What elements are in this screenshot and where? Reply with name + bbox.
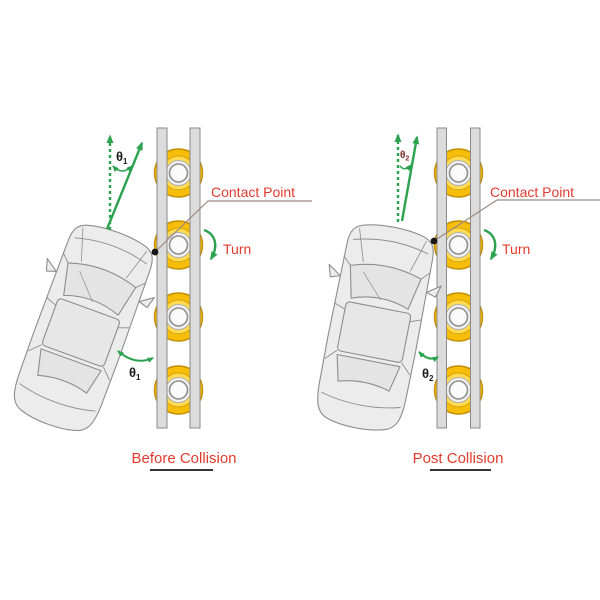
panel-before-collision: θ1 θ1 Contact Point Turn Before Collisio… [0,127,312,471]
car-before-collision [0,212,172,445]
panel-caption: Before Collision [131,450,236,467]
angle-label-bottom: θ2 [422,366,434,383]
impact-angle-arc [418,351,439,363]
car-travel-arrow [105,141,144,230]
guardrail-rail-right [189,127,201,429]
guardrail-rail-left [156,127,168,429]
approach-angle-arc [112,165,133,172]
car-post-collision [298,215,451,440]
contact-point-label: Contact Point [490,184,574,200]
angle-label-top: θ1 [116,149,128,166]
angle-label-bottom: θ1 [129,365,141,382]
panel-post-collision: θ2 θ2 Contact Point Turn Post Collision [298,127,600,471]
contact-point-leader-line [154,200,312,253]
contact-point-label: Contact Point [211,184,295,200]
turn-label: Turn [502,241,530,257]
car-travel-arrow [400,135,420,222]
angle-label-top: θ2 [400,150,409,163]
turn-label: Turn [223,241,251,257]
guardrail-rail-right [470,127,481,429]
turn-arrow-icon [483,228,498,261]
approach-angle-arc [399,164,412,171]
contact-point-dot [151,248,159,256]
turn-arrow-icon [203,228,218,261]
impact-angle-arc [117,350,154,363]
contact-point-dot [430,237,438,245]
guardrail-rail-left [436,127,447,429]
contact-point-leader-line [433,199,600,242]
panel-caption: Post Collision [413,450,504,467]
